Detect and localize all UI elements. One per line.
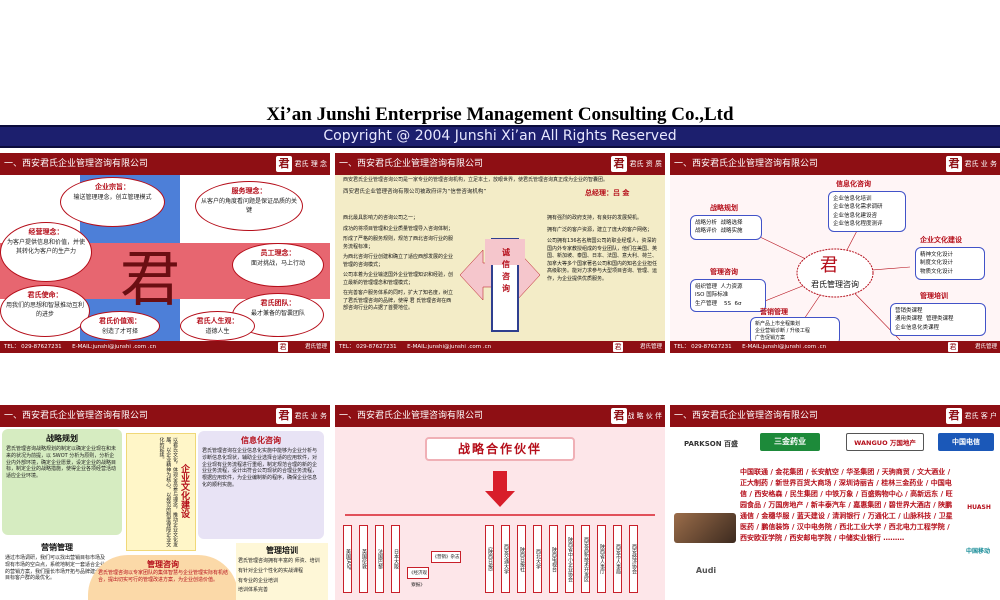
junshi-logo-icon: 君 bbox=[611, 156, 627, 172]
bubble-mission: 企业宗旨：输送管理理念，创立管理模式 bbox=[60, 177, 165, 227]
partner-item: 西安高新技术开发区 bbox=[581, 525, 590, 593]
client-logo-mobile: 中国移动 bbox=[965, 548, 990, 555]
partner-item: 陕西省人事厅 bbox=[597, 525, 606, 593]
arrow-graphic bbox=[459, 238, 541, 332]
client-logo-telecom: 中国电信 bbox=[938, 433, 994, 451]
point: 拥有强烈的政府支持，有良好的发展契机。 bbox=[547, 215, 643, 221]
partner-item: 英国伦敦 bbox=[359, 525, 368, 593]
client-logo-sanjin: 三金药业 bbox=[760, 433, 820, 451]
slide-footer: TEL： 029-87627231 E-MAIL:junshi@junshi .… bbox=[335, 341, 665, 353]
main-title: Xi’an Junshi Enterprise Management Consu… bbox=[266, 104, 734, 125]
partners-banner: 战略合作伙伴 bbox=[425, 437, 575, 461]
bubble-life: 君氏人生观：道德人生 bbox=[180, 311, 255, 341]
block-info: 信息化咨询 君氏管理咨询在企业信息化实施中能够为企业分析与诊断信息化现状，辅助企… bbox=[198, 431, 324, 539]
intro-text: 西安君氏企业管理咨询公司是一家专业的管理咨询机构，立足本土，放眼世界，使君氏管理… bbox=[343, 177, 609, 183]
center-label: 君氏管理咨询 bbox=[811, 280, 859, 289]
client-logo-audi: Audi bbox=[695, 566, 717, 575]
junshi-logo-icon: 君 bbox=[613, 342, 623, 352]
junshi-logo-icon: 君 bbox=[278, 342, 288, 352]
group-box-culture: 精神文化设计制度文化设计物质文化设计 bbox=[915, 247, 985, 280]
slide-header: 一、西安君氏企业管理咨询有限公司 君 君氏 业 务 bbox=[0, 405, 330, 427]
bubble-service: 服务理念：从客户的角度看问题是保证品质的关键 bbox=[195, 181, 303, 231]
block-consulting: 管理咨询 君氏管理咨询以专家团队的集体智慧与企业管理实际有机结合，提出切实可行的… bbox=[88, 555, 238, 600]
partner-item: 《营销》杂志 bbox=[431, 551, 461, 563]
partner-item: 西安经济协会 bbox=[629, 525, 638, 593]
junshi-logo-icon: 君 bbox=[946, 156, 962, 172]
slide-header: 一、西安君氏企业管理咨询有限公司 君 君氏 资 质 bbox=[335, 153, 665, 175]
slide-header: 一、西安君氏企业管理咨询有限公司 君 君氏 客 户 bbox=[670, 405, 1000, 427]
group-box-info: 企业信息化培训企业信息化需求调研 企业信息化建设咨企业信息化程度测评 bbox=[828, 191, 906, 232]
right-points: 拥有强烈的政府支持，有良好的发展契机。 拥有广泛的客户资源，建立了庞大的客户网络… bbox=[547, 215, 659, 283]
block-training: 管理培训 君氏管理咨询拥有丰富的 师资、培训 有针对企业个性化的实战课程 有专业… bbox=[236, 543, 328, 600]
partner-item: 西安市人事局 bbox=[613, 525, 622, 593]
partner-item: 美国IASF bbox=[343, 525, 352, 593]
bubble-mission-2: 君氏使命：用我们的思想和智慧推动互利的进步 bbox=[0, 285, 90, 337]
slide-clients[interactable]: 一、西安君氏企业管理咨询有限公司 君 君氏 客 户 PARKSON 百盛 三金药… bbox=[670, 405, 1000, 600]
partner-item: 陕西电视台 bbox=[549, 525, 558, 593]
client-logo-parkson: PARKSON 百盛 bbox=[683, 440, 738, 448]
junshi-logo-icon: 君 bbox=[946, 408, 962, 424]
junshi-logo-icon: 君 bbox=[276, 156, 292, 172]
point: 公司拥有136名名牌国公司的职业经理人，资深的国内外专家教授组成的专业团队，他们… bbox=[547, 238, 658, 282]
slide-footer: TEL： 029-87627231 E-MAIL:junshi@junshi .… bbox=[670, 341, 1000, 353]
slide-qualification[interactable]: 一、西安君氏企业管理咨询有限公司 君 君氏 资 质 西安君氏企业管理咨询公司是一… bbox=[335, 153, 665, 353]
mind-map-lines: 君 bbox=[759, 224, 911, 341]
block-marketing: 营销管理 通过市场调研，我们可以找出营销目标市场及现有市场的空白点，系统地制定一… bbox=[2, 539, 112, 599]
center-badge: 诚信 咨询 bbox=[502, 248, 510, 293]
client-logo-wanguo: WANGUO 万国地产 bbox=[846, 433, 924, 451]
group-title: 企业文化建设 bbox=[920, 236, 962, 244]
point: 在完善客户服务体系的同时，扩大了知名度，树立了君氏管理咨询的品牌，使得 君 氏管… bbox=[343, 290, 454, 311]
manager-label: 总经理：吕 金 bbox=[585, 189, 630, 197]
slide-philosophy[interactable]: 一、西安君氏企业管理咨询有限公司 君 君氏 理 念 君 企业宗旨：输送管理理念，… bbox=[0, 153, 330, 353]
point: 拥有广泛的客户资源，建立了庞大的客户网络； bbox=[547, 226, 653, 233]
slide-header: 一、西安君氏企业管理咨询有限公司 君 君氏 理 念 bbox=[0, 153, 330, 175]
bubble-operation: 经营理念：为客户提供信息和价值，并使其转化为客户的生产力 bbox=[0, 222, 92, 282]
point: 成功的将项目管理和企业质量管理导入咨询体制； bbox=[343, 225, 454, 232]
partner-item: 《经济观察报》 bbox=[407, 567, 429, 588]
group-title: 战略规划 bbox=[710, 204, 738, 212]
group-box-training: 营销类课程 通用类课程 管理类课程 企业信息化类课程 bbox=[890, 303, 986, 336]
client-logo-huash: HUASH bbox=[967, 504, 991, 511]
group-box-management: 组织管理 人力资源 ISO 国际标准 生产管理 5S 6σ bbox=[690, 279, 766, 312]
block-strategy: 战略规划 君氏管理咨询战略规划的制定以确定企业现在和未来的状况为前提，以 SWO… bbox=[2, 429, 122, 535]
point: 西北最具影响力的咨询公司之一； bbox=[343, 215, 419, 221]
client-photo bbox=[674, 513, 736, 543]
partner-item: 西北大学 bbox=[533, 525, 542, 593]
group-title: 信息化咨询 bbox=[836, 180, 871, 188]
junshi-logo-icon: 君 bbox=[948, 342, 958, 352]
left-points: 西北最具影响力的咨询公司之一； 成功的将项目管理和企业质量管理导入咨询体制； 形… bbox=[343, 215, 453, 313]
group-title: 管理培训 bbox=[920, 292, 948, 300]
slide-header: 一、西安君氏企业管理咨询有限公司 君 君氏 业 务 bbox=[670, 153, 1000, 175]
bubble-staff: 员工理念：面对挑战，马上行动 bbox=[232, 243, 324, 287]
slide-header: 一、西安君氏企业管理咨询有限公司 君 战 略 伙 伴 bbox=[335, 405, 665, 427]
partner-item: 法国巴黎 bbox=[375, 525, 384, 593]
slide-business-map[interactable]: 一、西安君氏企业管理咨询有限公司 君 君氏 业 务 君 君氏管理咨询 信息化咨询… bbox=[670, 153, 1000, 353]
slide-business-detail[interactable]: 一、西安君氏企业管理咨询有限公司 君 君氏 业 务 战略规划 君氏管理咨询战略规… bbox=[0, 405, 330, 600]
group-title: 管理咨询 bbox=[710, 268, 738, 276]
slide-partners[interactable]: 一、西安君氏企业管理咨询有限公司 君 战 略 伙 伴 战略合作伙伴 美国IASF… bbox=[335, 405, 665, 600]
calligraphy-logo: 君 bbox=[120, 247, 180, 313]
junshi-logo-icon: 君 bbox=[611, 408, 627, 424]
partners-arrows bbox=[345, 471, 655, 516]
point: 形成了严格的服务规则，规范了西北咨询行业的服务流程标准； bbox=[343, 236, 454, 250]
partner-item: 陕西省中小企业协会 bbox=[565, 525, 574, 593]
partner-item: 陕西日报社 bbox=[517, 525, 526, 593]
group-box-marketing: 新产品上市全程策划企业营销诊断 / 升级工程广告促销方案 bbox=[750, 317, 840, 346]
partner-item: 西安交通大学 bbox=[501, 525, 510, 593]
group-title: 营销管理 bbox=[760, 308, 788, 316]
partner-item: 日本大阪 bbox=[391, 525, 400, 593]
partner-item: 《陕西日报》 bbox=[485, 525, 494, 593]
point: 为西北咨询行业创建和确立了适应西部发展的企业管理的咨询模式； bbox=[343, 254, 454, 268]
client-list: 中国联通 / 金花集团 / 长安航空 / 华圣集团 / 天驹商贸 / 文大酒业 … bbox=[740, 468, 953, 542]
copyright-bar: Copyright @ 2004 Junshi Xi’an All Rights… bbox=[0, 125, 1000, 148]
slide-footer: TEL： 029-87627231 E-MAIL:junshi@junshi .… bbox=[0, 341, 330, 353]
junshi-logo-icon: 君 bbox=[276, 408, 292, 424]
bubble-values: 君氏价值观：创造了才可择 bbox=[80, 311, 160, 341]
recognition-text: 西安君氏企业管理咨询有限公司被政府评为“信誉咨询机构” bbox=[343, 189, 487, 195]
svg-text:君: 君 bbox=[820, 255, 838, 275]
group-box-strategy: 战略分析 战略选择 战略评价 战略实施 bbox=[690, 215, 762, 240]
point: 公司本着为企业输送国外企业管理知识和经验，创立最新的管理理念和管理模式； bbox=[343, 272, 454, 286]
block-culture: 企业文化建设 以君氏文化，体现全员参与理念，推动企业文化发展。以企业精神为核心，… bbox=[126, 433, 196, 551]
